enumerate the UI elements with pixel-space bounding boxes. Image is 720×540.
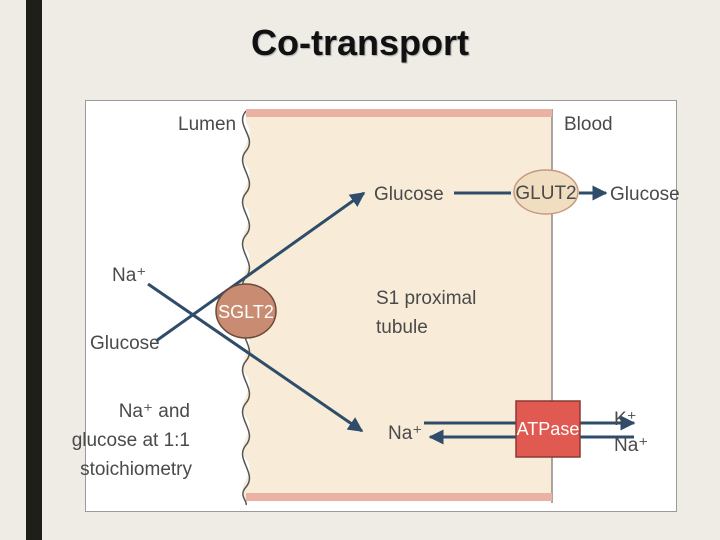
top-junction-band: [246, 109, 552, 117]
blood-sodium-label: Na⁺: [614, 435, 648, 456]
atpase-label: ATPase: [517, 419, 580, 439]
diagram-canvas: Lumen Blood SGLT2 Na⁺ Glucose Glucose GL…: [72, 109, 680, 506]
atpase-pump: [515, 400, 581, 458]
stoichiometry-line3: stoichiometry: [80, 459, 192, 480]
slide-title: Co-transport: [251, 22, 469, 63]
stoichiometry-line1: Na⁺ and: [119, 401, 190, 422]
sglt2-transporter: [215, 283, 277, 339]
lumen-label: Lumen: [178, 114, 236, 135]
blood-glucose-label: Glucose: [610, 184, 680, 205]
sglt2-label: SGLT2: [218, 302, 274, 322]
slide-left-accent-bar: [26, 0, 42, 540]
cell-glucose-label: Glucose: [374, 184, 444, 205]
bottom-junction-band: [246, 493, 552, 501]
glucose-influx-arrow: [155, 191, 366, 343]
cotransport-diagram: Lumen Blood SGLT2 Na⁺ Glucose Glucose GL…: [72, 100, 680, 512]
potassium-label: K⁺: [614, 409, 637, 430]
glut2-label: GLUT2: [515, 183, 576, 204]
sodium-influx-arrow: [147, 282, 364, 433]
glut2-transporter: [513, 169, 579, 215]
cell-sodium-label: Na⁺: [388, 423, 422, 444]
lumen-glucose-label: Glucose: [90, 333, 160, 354]
lumen-sodium-label: Na⁺: [112, 265, 146, 286]
cell-label-line1: S1 proximal: [376, 288, 476, 309]
cell-label-line2: tubule: [376, 317, 428, 338]
stoichiometry-line2: glucose at 1:1: [72, 430, 190, 451]
blood-label: Blood: [564, 114, 613, 135]
